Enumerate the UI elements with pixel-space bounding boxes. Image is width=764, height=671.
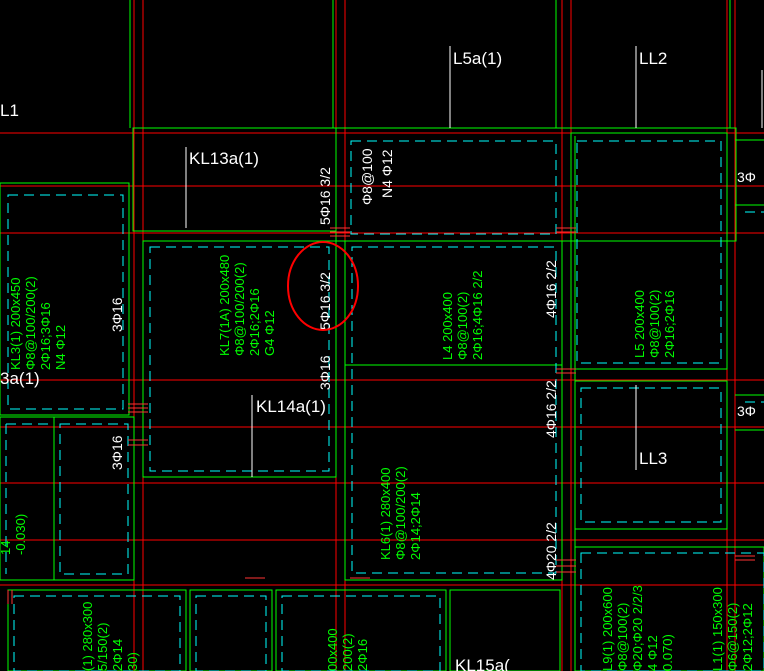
beam-spec-l5: L5 200x400 Φ8@100(2) 2Φ16;2Φ16 [632,290,677,358]
rebar-note-4d16-a: 4Φ16 2/2 [543,260,559,318]
beam-label-kl13a1: KL13a(1) [189,149,259,168]
rebar-note-4d20: 4Φ20 2/2 [543,522,559,580]
beam-label-3a1: 3a(1) [0,369,40,388]
spec-line: Φ8@100(2) [647,290,662,358]
rebar-note-3d16-a: 3Φ16 [109,297,125,332]
spec-line: L4 200x400 [440,292,455,360]
spec-line: Φ20;Φ20 2/2/3 [630,585,645,671]
spec-line: L9(1) 200x600 [600,587,615,671]
spec-line: 2Φ16;2Φ16 [247,288,262,356]
spec-line: 200(2) [340,633,355,671]
spec-line: 2Φ16;4Φ16 2/2 [470,271,485,360]
spec-line: 2Φ14;2Φ14 [408,492,423,560]
beam-label-l5a1: L5a(1) [453,49,502,68]
beam-label-ll2: LL2 [639,49,667,68]
spec-line: L5 200x400 [632,290,647,358]
spec-line: 00x400 [325,628,340,671]
spec-line: KL6(1) 280x400 [378,467,393,560]
spec-line: Φ8@100/200(2) [232,262,247,356]
spec-line: Φ8@100(2) [615,603,630,671]
spec-line: 4 Φ12 [645,635,660,671]
spec-line: Φ8@100(2) [455,292,470,360]
spec-line: G4 Φ12 [262,310,277,356]
beam-spec-kl6: KL6(1) 280x400 Φ8@100/200(2) 2Φ14;2Φ14 [378,466,423,560]
joint-ticks [7,227,755,604]
spec-line: N4 Φ12 [53,325,68,370]
spec-line: KL3(1) 200x450 [8,277,23,370]
spec-line: 14 [0,541,13,555]
rebar-note-circled: 5Φ16 3/2 [317,272,333,330]
beam-spec-bottom-a: (1) 280x300 5/150(2) 2Φ14 30) [80,602,140,671]
waist-note-ll: N4 Φ12 [379,149,395,198]
stirrup-note-ll: Φ8@100 [359,148,375,205]
spec-line: 30) [125,652,140,671]
spec-line: Φ8@100/200(2) [393,466,408,560]
beam-spec-bottom-c: L9(1) 200x600 Φ8@100(2) Φ20;Φ20 2/2/3 4 … [600,585,675,671]
beam-spec-left-fragment: 14 -0.030) [0,514,28,555]
spec-line: 2Φ16;3Φ16 [38,302,53,370]
spec-line: 5/150(2) [95,623,110,671]
beam-spec-bottom-b: 00x400 200(2) 2Φ16 [325,628,370,671]
rebar-note-3d-right-b: 3Φ [737,403,756,419]
beam-label-l1: L1 [0,101,19,120]
spec-line: 0.070) [660,634,675,671]
beam-spec-kl7: KL7(1A) 200x480 Φ8@100/200(2) 2Φ16;2Φ16 … [217,255,277,356]
beam-label-ll3: LL3 [639,449,667,468]
rebar-note-4d16-b: 4Φ16 2/2 [543,380,559,438]
leader-lines [185,46,763,477]
highlight-circle [287,241,359,331]
spec-line: -0.030) [13,514,28,555]
hidden-edges [5,140,764,671]
spec-line: 2Φ16 [355,639,370,671]
spec-line: KL7(1A) 200x480 [217,255,232,356]
beam-label-kl14a1: KL14a(1) [256,397,326,416]
spec-line: 2Φ12;2Φ12 [740,603,755,671]
beam-spec-kl3: KL3(1) 200x450 Φ8@100/200(2) 2Φ16;3Φ16 N… [8,276,68,370]
spec-line: 2Φ16;2Φ16 [662,290,677,358]
rebar-note-3d16-c: 3Φ16 [109,435,125,470]
rebar-note-3d-right-a: 3Φ [737,169,756,185]
beam-spec-bottom-d: L1(1) 150x300 Φ6@150(2) 2Φ12;2Φ12 [710,587,755,671]
spec-line: Φ8@100/200(2) [23,276,38,370]
spec-line: Φ6@150(2) [725,603,740,671]
spec-line: (1) 280x300 [80,602,95,671]
beam-spec-l4: L4 200x400 Φ8@100(2) 2Φ16;4Φ16 2/2 [440,271,485,360]
rebar-note-3d16-b: 3Φ16 [317,355,333,390]
rebar-note-top: 5Φ16 3/2 [317,167,333,225]
spec-line: 2Φ14 [110,639,125,671]
beam-label-kl15a: KL15a( [455,656,510,671]
spec-line: L1(1) 150x300 [710,587,725,671]
